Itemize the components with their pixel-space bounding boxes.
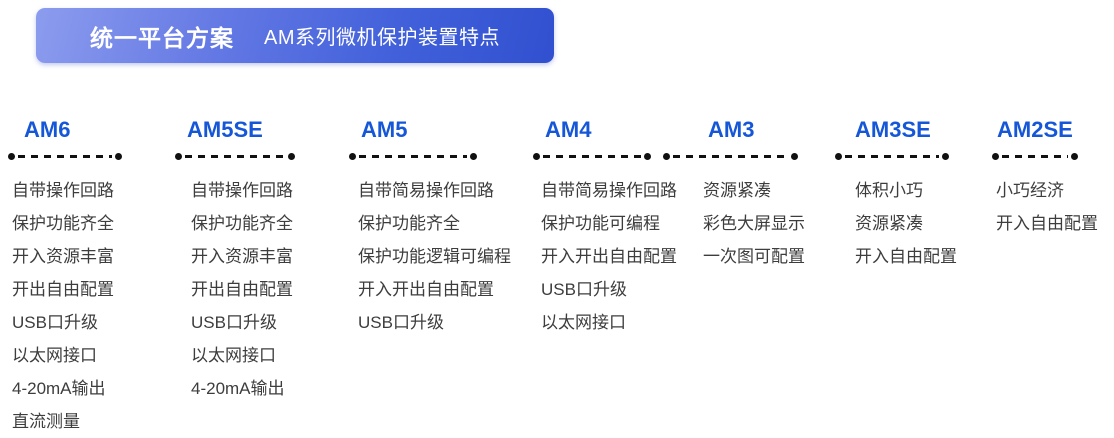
feature-item: 保护功能齐全: [191, 214, 293, 233]
dashed-divider: [8, 152, 122, 161]
dashed-divider: [349, 152, 477, 161]
feature-item: 直流测量: [12, 412, 80, 431]
divider-dot-left: [835, 153, 842, 160]
divider-dash-line: [359, 155, 467, 158]
feature-list: 自带简易操作回路 保护功能可编程 开入开出自由配置 USB口升级 以太网接口: [533, 174, 677, 339]
feature-item: 开出自由配置: [191, 280, 293, 299]
feature-item: 保护功能齐全: [12, 214, 114, 233]
feature-item: 小巧经济: [996, 181, 1064, 200]
dashed-divider: [663, 152, 798, 161]
feature-item: 一次图可配置: [703, 247, 805, 266]
product-name: AM4: [545, 117, 592, 142]
product-name: AM5: [361, 117, 408, 142]
product-column-am3se: AM3SE 体积小巧 资源紧凑 开入自由配置: [835, 116, 957, 273]
feature-item: USB口升级: [12, 313, 98, 332]
feature-item: 以太网接口: [12, 346, 97, 365]
divider-dot-left: [349, 153, 356, 160]
divider-dash-line: [185, 155, 285, 158]
feature-item: 保护功能可编程: [541, 214, 660, 233]
divider-dot-left: [8, 153, 15, 160]
product-column-am4: AM4 自带简易操作回路 保护功能可编程 开入开出自由配置 USB口升级 以太网…: [533, 116, 677, 339]
product-column-am5se: AM5SE 自带操作回路 保护功能齐全 开入资源丰富 开出自由配置 USB口升级…: [175, 116, 295, 405]
product-name: AM3: [708, 117, 755, 142]
dashed-divider: [533, 152, 651, 161]
product-name: AM6: [24, 117, 71, 142]
banner-title: 统一平台方案: [90, 24, 234, 51]
feature-item: 开出自由配置: [12, 280, 114, 299]
divider-dot-left: [992, 153, 999, 160]
divider-dash-line: [18, 155, 112, 158]
feature-item: 自带操作回路: [191, 181, 293, 200]
feature-item: USB口升级: [358, 313, 444, 332]
feature-item: 彩色大屏显示: [703, 214, 805, 233]
feature-list: 自带操作回路 保护功能齐全 开入资源丰富 开出自由配置 USB口升级 以太网接口…: [175, 174, 295, 405]
feature-list: 自带操作回路 保护功能齐全 开入资源丰富 开出自由配置 USB口升级 以太网接口…: [8, 174, 122, 438]
divider-dot-right: [470, 153, 477, 160]
feature-item: 自带简易操作回路: [541, 181, 677, 200]
feature-item: 开入自由配置: [996, 214, 1098, 233]
feature-item: 开入自由配置: [855, 247, 957, 266]
divider-dot-right: [644, 153, 651, 160]
dashed-divider: [835, 152, 949, 161]
divider-dot-right: [288, 153, 295, 160]
divider-dash-line: [543, 155, 641, 158]
feature-item: 以太网接口: [541, 313, 626, 332]
divider-dash-line: [1002, 155, 1068, 158]
banner-subtitle: AM系列微机保护装置特点: [264, 27, 500, 49]
feature-item: 资源紧凑: [703, 181, 771, 200]
feature-item: 4-20mA输出: [191, 379, 285, 398]
divider-dash-line: [845, 155, 939, 158]
feature-item: 自带操作回路: [12, 181, 114, 200]
feature-list: 资源紧凑 彩色大屏显示 一次图可配置: [663, 174, 805, 273]
feature-item: 自带简易操作回路: [358, 181, 494, 200]
feature-item: 4-20mA输出: [12, 379, 106, 398]
feature-item: 保护功能齐全: [358, 214, 460, 233]
product-column-am3: AM3 资源紧凑 彩色大屏显示 一次图可配置: [663, 116, 805, 273]
divider-dot-right: [115, 153, 122, 160]
product-name: AM3SE: [855, 117, 931, 142]
feature-item: 开入资源丰富: [191, 247, 293, 266]
divider-dot-right: [791, 153, 798, 160]
product-column-am5: AM5 自带简易操作回路 保护功能齐全 保护功能逻辑可编程 开入开出自由配置 U…: [349, 116, 511, 339]
feature-item: 开入开出自由配置: [541, 247, 677, 266]
feature-item: 开入开出自由配置: [358, 280, 494, 299]
dashed-divider: [992, 152, 1078, 161]
feature-item: 开入资源丰富: [12, 247, 114, 266]
feature-item: USB口升级: [541, 280, 627, 299]
dashed-divider: [175, 152, 295, 161]
product-column-am6: AM6 自带操作回路 保护功能齐全 开入资源丰富 开出自由配置 USB口升级 以…: [8, 116, 122, 438]
divider-dot-right: [942, 153, 949, 160]
feature-item: 体积小巧: [855, 181, 923, 200]
feature-item: 保护功能逻辑可编程: [358, 247, 511, 266]
feature-list: 小巧经济 开入自由配置: [992, 174, 1098, 240]
feature-item: USB口升级: [191, 313, 277, 332]
product-column-am2se: AM2SE 小巧经济 开入自由配置: [992, 116, 1098, 240]
header-banner: 统一平台方案 AM系列微机保护装置特点: [36, 8, 554, 63]
divider-dot-left: [533, 153, 540, 160]
divider-dash-line: [673, 155, 788, 158]
feature-item: 以太网接口: [191, 346, 276, 365]
divider-dot-left: [663, 153, 670, 160]
divider-dot-left: [175, 153, 182, 160]
product-name: AM5SE: [187, 117, 263, 142]
feature-item: 资源紧凑: [855, 214, 923, 233]
feature-list: 体积小巧 资源紧凑 开入自由配置: [835, 174, 957, 273]
product-name: AM2SE: [997, 117, 1073, 142]
divider-dot-right: [1071, 153, 1078, 160]
feature-list: 自带简易操作回路 保护功能齐全 保护功能逻辑可编程 开入开出自由配置 USB口升…: [349, 174, 511, 339]
